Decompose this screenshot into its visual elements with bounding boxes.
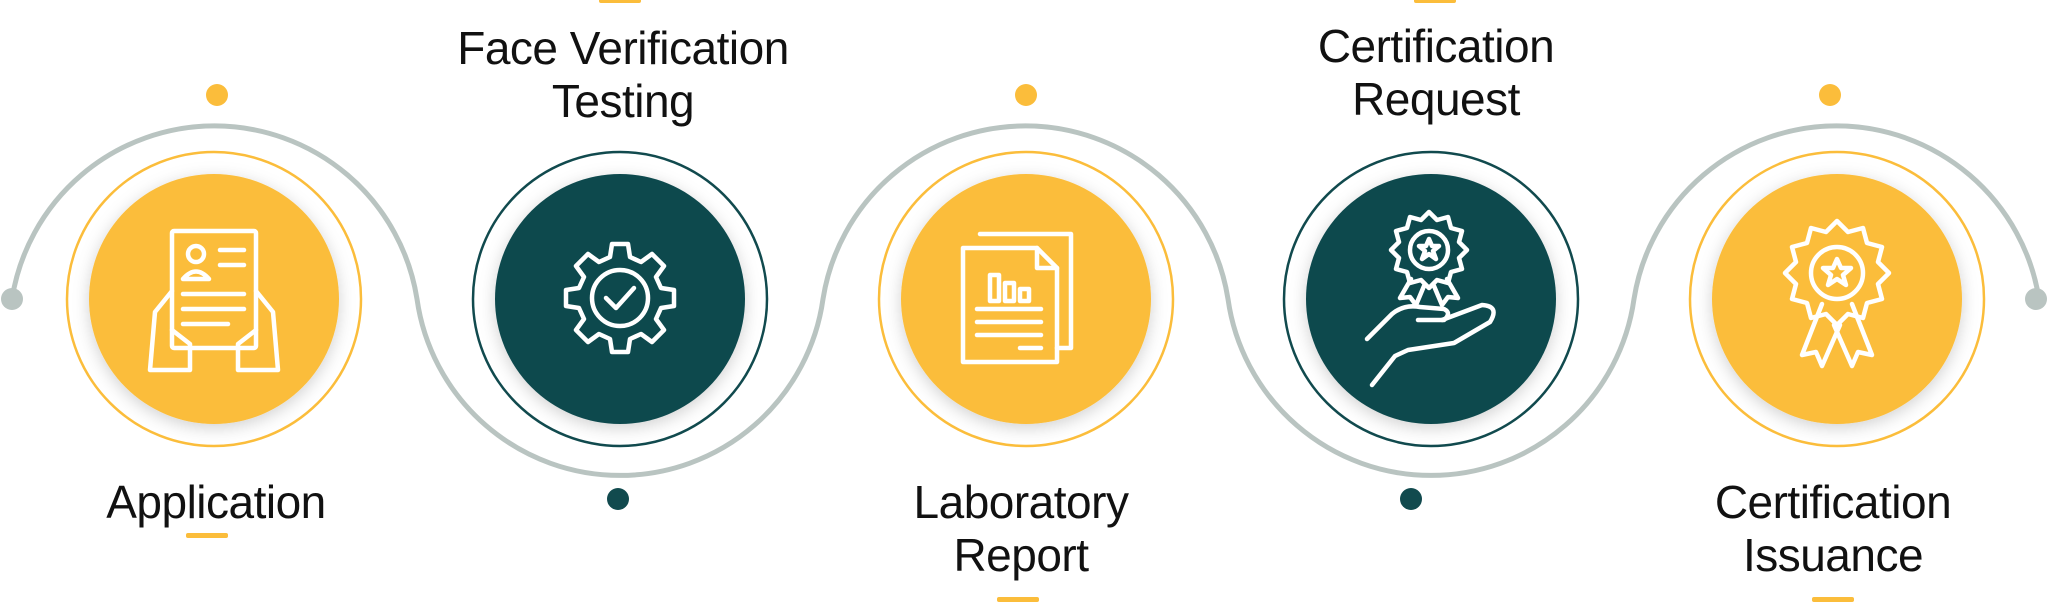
step-4-title-line2: Request: [1352, 73, 1520, 125]
step-5-title-line1: Certification: [1714, 476, 1952, 528]
report-document-icon: [960, 231, 1074, 365]
step-3-title-line1: Laboratory: [913, 476, 1129, 528]
step-3-title-line2: Report: [953, 529, 1089, 581]
step-2-title-line2: Testing: [551, 75, 695, 127]
step-4-title-line1: Certification: [1317, 20, 1555, 72]
step-5-accent-dash: [1812, 597, 1854, 602]
step-5-title-line2: Issuance: [1742, 529, 1924, 581]
step-1: [65, 84, 363, 448]
step-3-node: [1015, 84, 1037, 106]
application-form-icon: [147, 228, 281, 373]
step-2-title-line1: Face Verification: [457, 22, 789, 74]
step-1-accent-dash: [186, 533, 228, 538]
step-3-accent-dash: [997, 597, 1039, 602]
step-1-node: [206, 84, 228, 106]
step-4-label: Certification Request: [1206, 20, 1666, 126]
step-2: [471, 150, 769, 510]
step-1-disc: [89, 174, 339, 424]
step-5-label: Certification Issuance: [1603, 476, 2048, 582]
step-4-accent-dash: [1414, 0, 1456, 3]
award-badge-icon: [1782, 218, 1892, 369]
award-in-hand-icon: [1364, 209, 1496, 388]
connector-start-cap: [1, 288, 23, 310]
step-1-label: Application: [0, 476, 446, 529]
step-4: [1282, 150, 1580, 510]
step-2-accent-dash: [599, 0, 641, 3]
connector-end-cap: [2025, 288, 2047, 310]
step-2-node: [607, 488, 629, 510]
step-1-title-line1: Application: [106, 476, 326, 528]
step-2-disc: [495, 174, 745, 424]
connector-path: [9, 123, 2042, 478]
step-4-disc: [1306, 174, 1556, 424]
step-3-label: Laboratory Report: [791, 476, 1251, 582]
step-5: [1688, 84, 1986, 448]
step-3: [877, 84, 1175, 448]
gear-check-icon: [563, 241, 677, 355]
step-5-node: [1819, 84, 1841, 106]
step-2-label: Face Verification Testing: [393, 22, 853, 128]
step-4-node: [1400, 488, 1422, 510]
